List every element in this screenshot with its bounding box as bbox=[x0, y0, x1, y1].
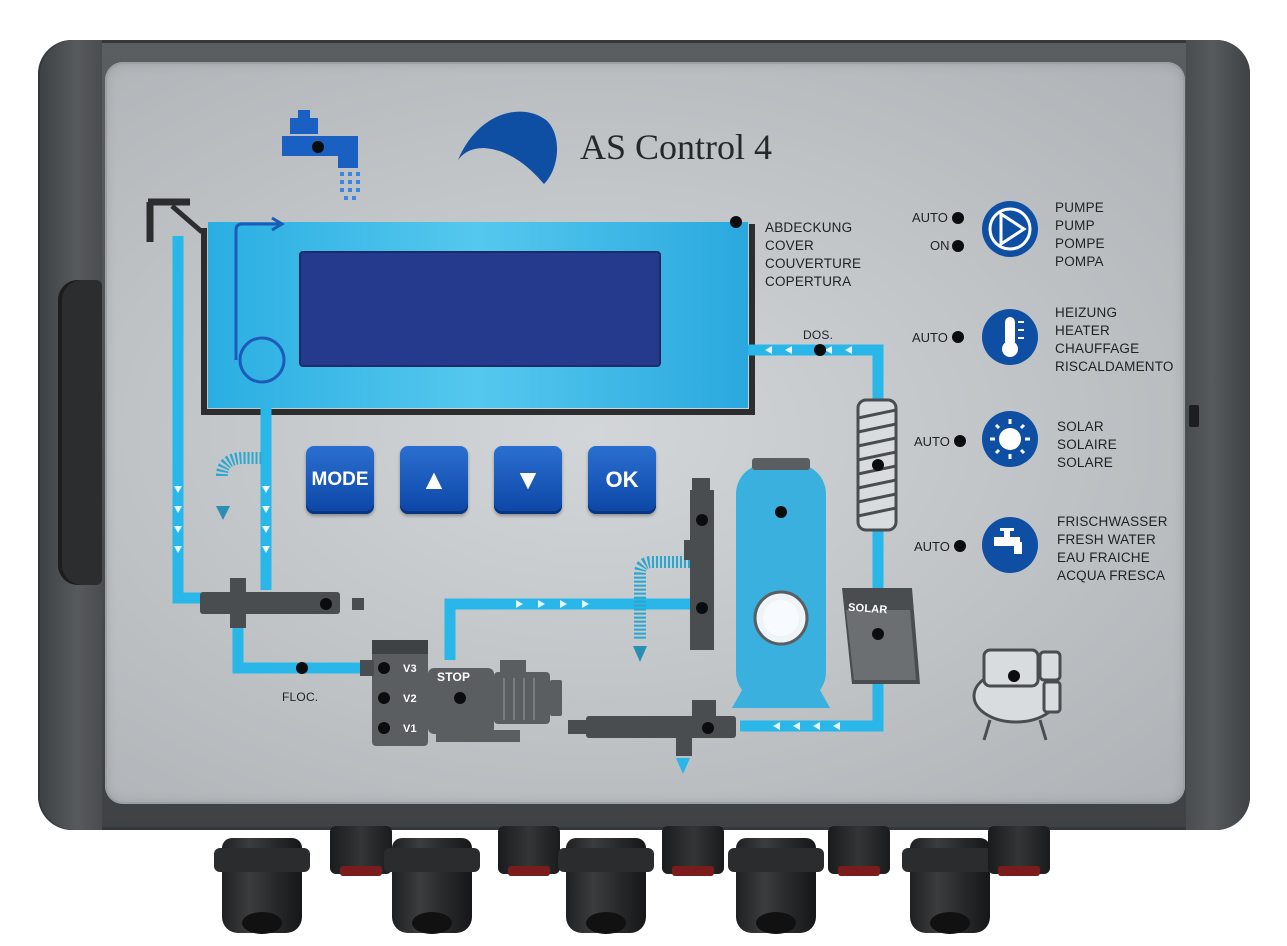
solar-panel-label: SOLAR bbox=[847, 601, 888, 617]
cable-gland bbox=[902, 838, 998, 934]
cover-label-it: COPERTURA bbox=[765, 274, 852, 289]
cover-label-de: ABDECKUNG bbox=[765, 220, 853, 235]
heater-thermometer-icon bbox=[982, 309, 1038, 365]
sand-filter-tank bbox=[732, 458, 830, 708]
solar-label-fr: SOLAIRE bbox=[1057, 437, 1117, 452]
solar-label-it: SOLARE bbox=[1057, 455, 1113, 470]
lid-latch[interactable] bbox=[58, 280, 102, 585]
heater-label-fr: CHAUFFAGE bbox=[1055, 341, 1140, 356]
pump-auto-label: AUTO bbox=[912, 210, 948, 225]
flocculant-label: FLOC. bbox=[282, 690, 319, 704]
cover-label-fr: COUVERTURE bbox=[765, 256, 862, 271]
freshwater-label: FRISCHWASSER FRESH WATER EAU FRAICHE ACQ… bbox=[1057, 513, 1168, 585]
freshwater-label-en: FRESH WATER bbox=[1057, 532, 1156, 547]
valve-v3-label: V3 bbox=[403, 663, 417, 675]
housing-right-side bbox=[1186, 40, 1250, 830]
fresh-water-tap-icon bbox=[982, 517, 1038, 573]
down-button[interactable]: ▼ bbox=[494, 446, 562, 514]
compressor-icon bbox=[972, 648, 1062, 741]
lcd-display bbox=[299, 251, 661, 367]
blind-plug bbox=[828, 826, 890, 876]
pump-label-en: PUMP bbox=[1055, 218, 1095, 233]
pump-status-icon bbox=[982, 201, 1038, 257]
water-tap-icon bbox=[282, 110, 360, 200]
cable-gland bbox=[214, 838, 310, 934]
heater-label: HEIZUNG HEATER CHAUFFAGE RISCALDAMENTO bbox=[1055, 304, 1174, 376]
dosing-label: DOS. bbox=[803, 328, 834, 342]
heater-label-it: RISCALDAMENTO bbox=[1055, 359, 1174, 374]
solar-label-de: SOLAR bbox=[1057, 419, 1104, 434]
flocculant-injector bbox=[200, 578, 364, 628]
blind-plug bbox=[662, 826, 724, 876]
pump-label-fr: POMPE bbox=[1055, 236, 1105, 251]
device-title: AS Control 4 bbox=[580, 127, 773, 167]
pump-label-de: PUMPE bbox=[1055, 200, 1105, 215]
heater-auto-label: AUTO bbox=[912, 330, 948, 345]
return-nozzle-icon bbox=[216, 452, 262, 520]
blind-plug bbox=[330, 826, 392, 876]
up-button[interactable]: ▲ bbox=[400, 446, 468, 514]
pump-label: PUMPE PUMP POMPE POMPA bbox=[1055, 199, 1105, 271]
freshwater-auto-label: AUTO bbox=[914, 539, 950, 554]
heater-label-en: HEATER bbox=[1055, 323, 1110, 338]
sun-icon bbox=[982, 411, 1038, 467]
valve-v2-label: V2 bbox=[403, 693, 417, 705]
freshwater-label-it: ACQUA FRESCA bbox=[1057, 568, 1166, 583]
freshwater-label-de: FRISCHWASSER bbox=[1057, 514, 1168, 529]
down-arrow-icon: ▼ bbox=[514, 464, 542, 495]
blind-plug bbox=[498, 826, 560, 876]
pump-label-it: POMPA bbox=[1055, 254, 1104, 269]
mode-button[interactable]: MODE bbox=[306, 446, 374, 514]
cable-gland bbox=[558, 838, 654, 934]
solar-label: SOLAR SOLAIRE SOLARE bbox=[1057, 418, 1117, 472]
freshwater-label-fr: EAU FRAICHE bbox=[1057, 550, 1150, 565]
stop-label: STOP bbox=[437, 670, 471, 684]
logo-wave-icon bbox=[458, 111, 558, 184]
cable-gland bbox=[384, 838, 480, 934]
bottom-injector bbox=[568, 700, 736, 756]
cover-label-en: COVER bbox=[765, 238, 815, 253]
latch-slot bbox=[1189, 405, 1199, 427]
blind-plug bbox=[988, 826, 1050, 876]
cover-label: ABDECKUNG COVER COUVERTURE COPERTURA bbox=[765, 219, 861, 291]
pump-on-label: ON bbox=[930, 238, 950, 253]
up-arrow-icon: ▲ bbox=[420, 464, 448, 495]
valve-v1-label: V1 bbox=[403, 723, 417, 735]
solar-auto-label: AUTO bbox=[914, 434, 950, 449]
ok-button[interactable]: OK bbox=[588, 446, 656, 514]
cable-gland bbox=[728, 838, 824, 934]
heater-label-de: HEIZUNG bbox=[1055, 305, 1118, 320]
